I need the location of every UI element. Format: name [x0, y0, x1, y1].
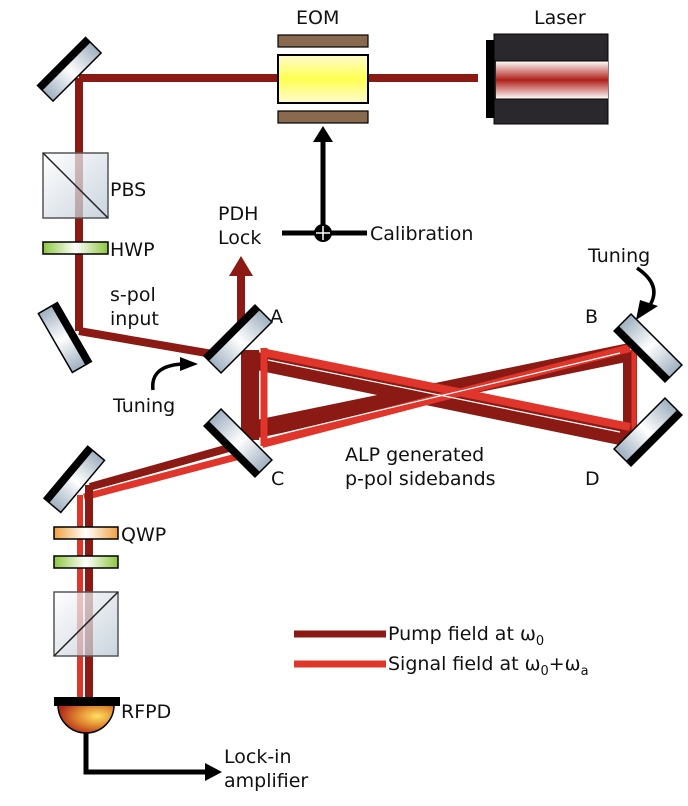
steering-mirror-output	[42, 445, 106, 514]
pbs-input	[42, 152, 109, 219]
cavity-beams	[241, 343, 637, 448]
lockin-arrowhead	[205, 763, 222, 781]
qwp	[53, 526, 119, 540]
output-beams	[77, 442, 241, 700]
mirror-c	[202, 407, 274, 479]
calibration-label: Calibration	[370, 223, 473, 245]
mirror-d-label: D	[585, 468, 600, 490]
mirror-a-label: A	[270, 306, 283, 328]
steering-mirror-input	[37, 301, 93, 374]
legend-pump-label: Pump field at ω0	[388, 623, 544, 649]
hwp-label: HWP	[110, 239, 155, 261]
pdh-lock-label-line2: Lock	[218, 227, 261, 249]
sidebands-label-line1: ALP generated	[345, 444, 484, 466]
legend-signal-label: Signal field at ω0+ωa	[388, 653, 589, 679]
s-pol-label-line2: input	[110, 308, 159, 330]
tuning-arrow-right	[635, 266, 656, 306]
laser	[486, 33, 609, 125]
mirror-b-label: B	[585, 306, 598, 328]
rfpd	[54, 697, 120, 734]
pdh-arrowhead	[229, 256, 253, 276]
mirror-c-label: C	[271, 468, 284, 490]
sidebands-label-line2: p-pol sidebands	[345, 468, 496, 490]
pdh-lock-label-line1: PDH	[218, 203, 258, 225]
s-pol-label-line1: s-pol	[110, 284, 156, 306]
tuning-label-left: Tuning	[112, 395, 175, 417]
hwp-output	[53, 555, 119, 569]
legend: Pump field at ω0 Signal field at ω0+ωa	[294, 623, 589, 679]
mirror-a	[202, 303, 274, 375]
steering-mirror-top	[36, 36, 103, 103]
qwp-label: QWP	[121, 524, 166, 546]
mirror-b	[612, 312, 684, 384]
lockin-signal-line	[83, 733, 208, 775]
lockin-label-line1: Lock-in	[224, 746, 292, 768]
tuning-label-right: Tuning	[587, 245, 650, 267]
pbs-label: PBS	[110, 179, 146, 201]
mirror-d	[612, 396, 684, 468]
tuning-arrow-left	[151, 362, 183, 391]
tuning-arrowhead-right	[636, 300, 658, 320]
calibration-signal	[282, 126, 367, 242]
hwp-input	[42, 241, 109, 255]
eom-label: EOM	[296, 7, 339, 29]
tuning-arrowhead-left	[180, 357, 198, 371]
rfpd-label: RFPD	[121, 701, 171, 723]
eom-arrowhead	[313, 126, 333, 142]
eom	[277, 34, 369, 124]
pbs-output	[53, 591, 119, 657]
lockin-label-line2: amplifier	[224, 770, 308, 792]
laser-label: Laser	[534, 7, 586, 29]
